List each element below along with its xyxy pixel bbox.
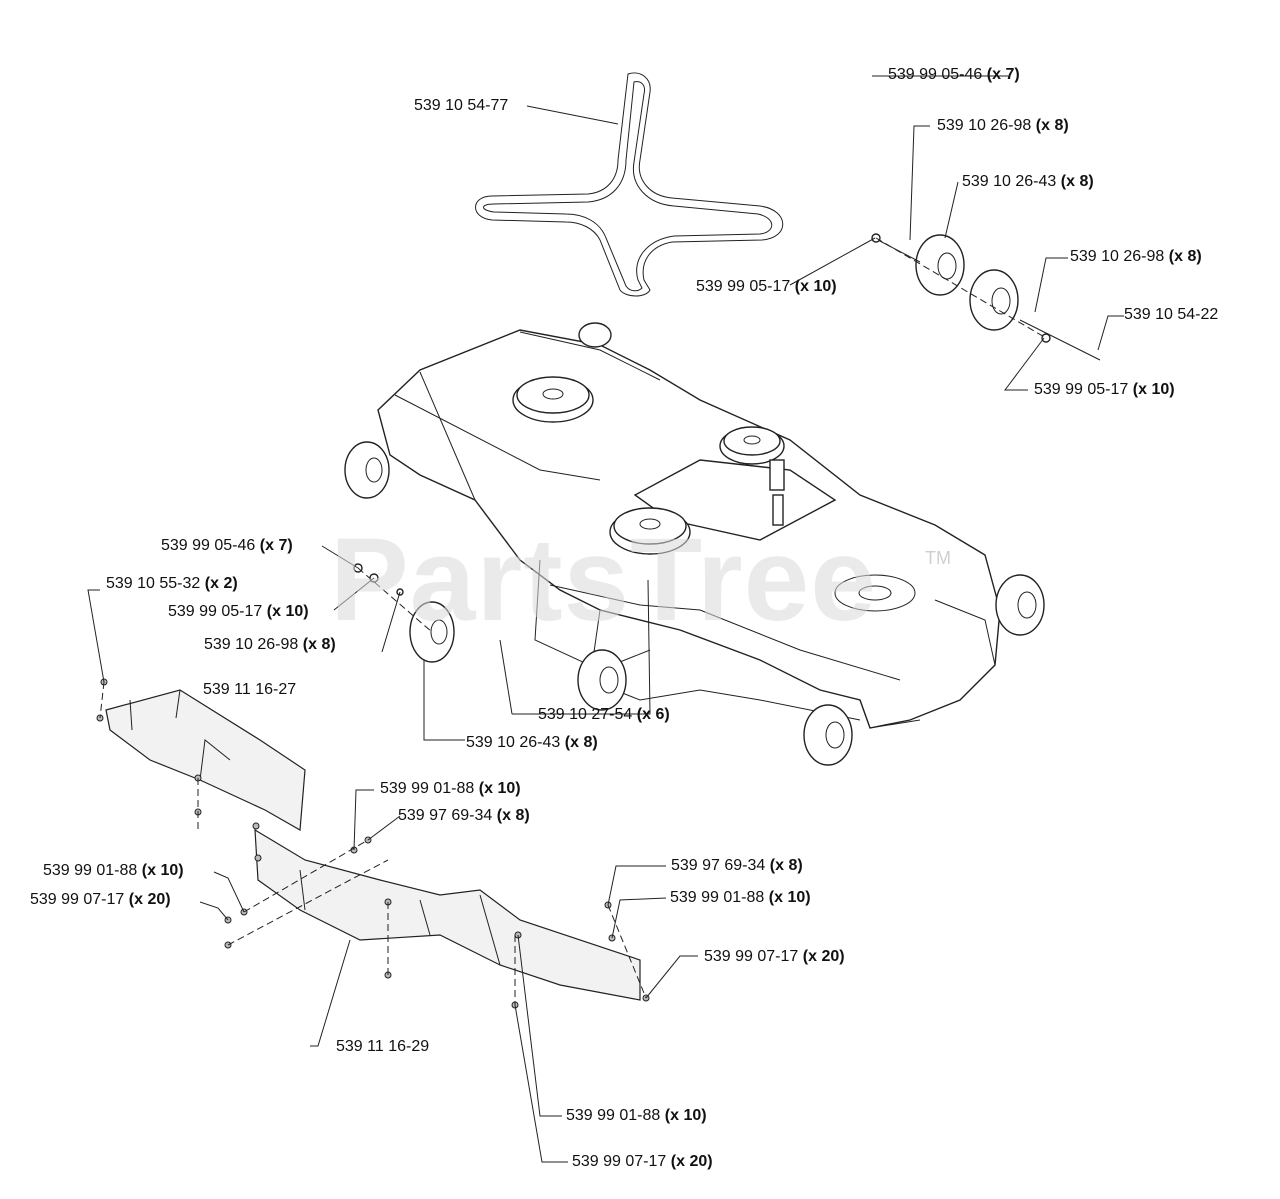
part-label: 539 10 26-98 (x 8) — [204, 636, 336, 653]
part-label: 539 10 26-43 (x 8) — [962, 173, 1094, 190]
part-label: 539 10 27-54 (x 6) — [538, 706, 670, 723]
part-label: 539 10 26-98 (x 8) — [937, 117, 1069, 134]
part-label: 539 10 26-98 (x 8) — [1070, 248, 1202, 265]
watermark-trademark: TM — [925, 548, 951, 568]
assembly-center-lines — [99, 237, 1047, 1005]
part-label: 539 99 07-17 (x 20) — [30, 891, 171, 908]
baffle-center — [254, 828, 641, 1001]
deck-wheels — [344, 322, 1045, 766]
part-label: 539 99 05-46 (x 7) — [161, 537, 293, 554]
mower-deck — [377, 329, 1001, 729]
part-label: 539 10 55-32 (x 2) — [106, 575, 238, 592]
watermark: PartsTree — [330, 514, 877, 646]
part-label: 539 99 05-17 (x 10) — [1034, 381, 1175, 398]
part-label: 539 99 01-88 (x 10) — [43, 862, 184, 879]
part-label: 539 10 54-77 — [414, 97, 509, 114]
part-label: 539 10 54-22 — [1124, 306, 1219, 323]
part-label: 539 99 01-88 (x 10) — [566, 1107, 707, 1124]
part-label: 539 11 16-29 — [336, 1038, 430, 1055]
part-label: 539 99 07-17 (x 20) — [704, 948, 845, 965]
part-label: 539 99 05-17 (x 10) — [696, 278, 837, 295]
baffle-left — [105, 689, 306, 831]
part-label: 539 10 26-43 (x 8) — [466, 734, 598, 751]
part-label: 539 97 69-34 (x 8) — [398, 807, 530, 824]
part-label: 539 99 01-88 (x 10) — [670, 889, 811, 906]
part-label: 539 99 05-46 (x 7) — [888, 66, 1020, 83]
part-label: 539 97 69-34 (x 8) — [671, 857, 803, 874]
part-label: 539 99 01-88 (x 10) — [380, 780, 521, 797]
part-label: 539 11 16-27 — [203, 681, 297, 698]
exploded-gauge-wheels — [871, 233, 1101, 361]
part-label: 539 99 07-17 (x 20) — [572, 1153, 713, 1170]
part-label: 539 99 05-17 (x 10) — [168, 603, 309, 620]
left-gauge-wheel — [353, 563, 455, 663]
leader-lines — [87, 75, 1124, 1163]
drive-belt — [475, 72, 784, 297]
